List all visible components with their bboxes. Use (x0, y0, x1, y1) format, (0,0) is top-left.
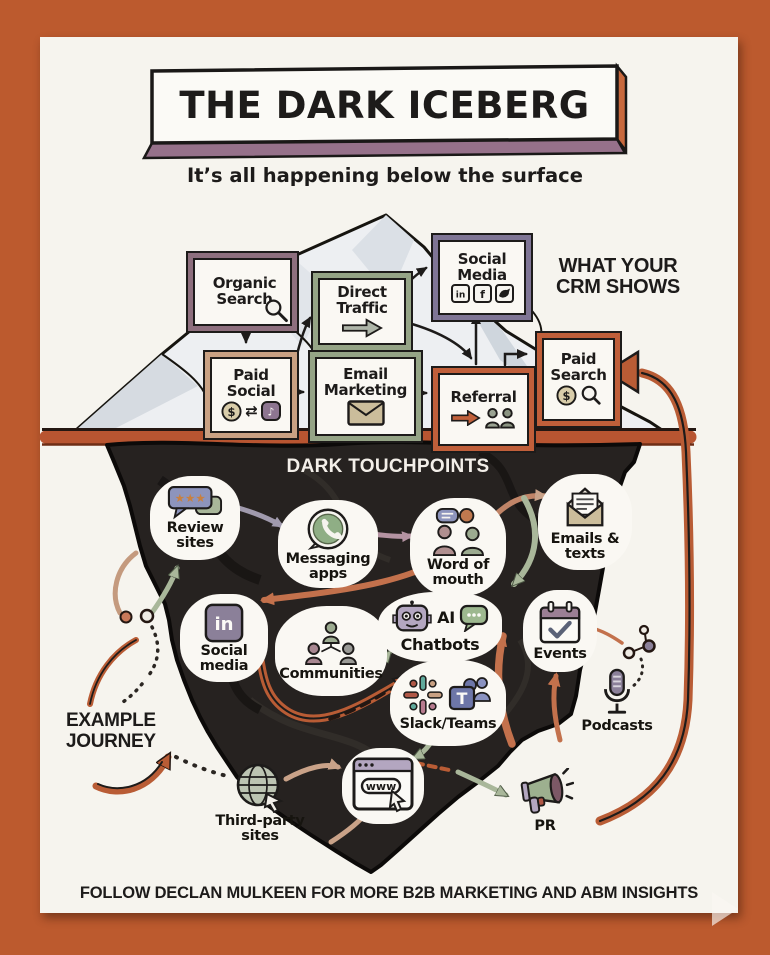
crm-box-label: Direct Traffic (336, 283, 388, 317)
globe-cursor-icon (236, 763, 284, 813)
crm-box-paid-search: Paid Search $ (535, 331, 622, 428)
crm-box-organic-search: Organic Search (186, 251, 299, 333)
svg-text:T: T (457, 689, 468, 708)
whatsapp-icon (307, 508, 349, 550)
touchpoint-ai-chatbots: AI Chatbots (378, 592, 502, 662)
touchpoint-third-party-sites: Third-party sites (205, 754, 315, 850)
megaphone-icon (520, 768, 574, 814)
touchpoint-social-media-dark: in Social media (180, 594, 268, 682)
microphone-icon (604, 668, 630, 714)
touchpoint-label: Word of mouth (426, 556, 490, 588)
svg-text:f: f (480, 288, 485, 301)
exchange-arrows-icon: ⇄ (245, 402, 258, 421)
svg-text:in: in (214, 614, 233, 635)
fat-arrow-right-icon (342, 317, 383, 338)
referral-arrow-icon (451, 409, 481, 426)
touchpoint-label: Third-party sites (215, 812, 305, 844)
touchpoint-label: Social media (199, 642, 249, 674)
touchpoint-messaging-apps: Messaging apps (278, 500, 378, 588)
dollar-coin-icon: $ (221, 401, 242, 422)
facebook-mini-icon: f (472, 284, 492, 304)
crm-box-label: Referral (450, 388, 517, 407)
browser-www-label: www (366, 780, 397, 793)
poster-title: THE DARK ICEBERG (179, 83, 590, 127)
journey-node-decorations (112, 550, 656, 706)
people-network-icon (305, 621, 357, 666)
dollar-magnifier-icon: $ (555, 385, 602, 407)
people-pair-icon (485, 407, 515, 429)
envelope-icon (346, 399, 385, 426)
example-journey-heading: EXAMPLE JOURNEY (66, 710, 156, 752)
touchpoint-pr: PR (504, 760, 586, 842)
crm-box-email-marketing: Email Marketing (308, 350, 423, 443)
crm-box-paid-social: Paid Social $ ⇄ ♪ (203, 350, 299, 440)
crm-heading: WHAT YOUR CRM SHOWS (556, 255, 680, 298)
crm-box-label: Paid Search (550, 350, 607, 384)
calendar-check-icon (539, 601, 581, 644)
crm-box-social-media: Social Media in f (431, 233, 533, 322)
magnifier-icon (581, 385, 601, 405)
touchpoint-label-line2: Chatbots (400, 635, 480, 655)
touchpoint-website-browser: www (342, 748, 424, 824)
robot-icon (392, 600, 432, 632)
crm-box-direct-traffic: Direct Traffic (311, 271, 413, 352)
magnifier-icon (265, 299, 288, 323)
touchpoint-label: Review sites (166, 520, 224, 551)
touchpoint-events: Events (523, 590, 597, 672)
touchpoint-word-of-mouth: Word of mouth (410, 498, 506, 596)
linkedin-facebook-twitter-icons: in f (450, 284, 514, 304)
arrow-and-people-icon (451, 407, 516, 429)
svg-text:$: $ (562, 389, 570, 403)
svg-text:$: $ (228, 404, 236, 418)
dollar-exchange-tiktok-icons: $ ⇄ ♪ (221, 401, 281, 422)
svg-text:★★★: ★★★ (175, 491, 206, 505)
crm-box-label: Organic Search (212, 274, 277, 308)
linkedin-icon: in (204, 603, 244, 642)
touchpoint-label: Communities (279, 666, 383, 683)
touchpoint-emails-texts: Emails & texts (538, 474, 632, 570)
touchpoint-slack-teams: T Slack/Teams (390, 660, 506, 746)
footer-text: FOLLOW DECLAN MULKEEN FOR MORE B2B MARKE… (79, 884, 699, 902)
touchpoint-podcasts: Podcasts (574, 660, 660, 742)
people-chat-bubbles-icon (432, 507, 484, 556)
open-envelope-icon (566, 486, 604, 526)
example-journey-path (87, 349, 694, 826)
slack-icon (403, 675, 443, 715)
tiktok-icon: ♪ (260, 401, 281, 422)
crm-box-referral: Referral (431, 366, 536, 453)
corner-page-arrow-icon (712, 892, 738, 926)
touchpoint-label: Slack/Teams (399, 716, 497, 733)
teams-icon: T (448, 677, 491, 711)
touchpoint-label: Messaging apps (285, 550, 371, 582)
crm-box-label: Social Media (457, 249, 507, 284)
chat-bubble-icon (459, 605, 488, 633)
touchpoint-label-line1: AI (437, 608, 455, 628)
browser-window-icon: www (352, 757, 414, 813)
crm-box-label: Email Marketing (323, 365, 408, 399)
title-sign (141, 62, 628, 160)
star-review-bubbles-icon: ★★★ (167, 486, 223, 520)
svg-text:♪: ♪ (267, 406, 274, 419)
twitter-mini-icon (494, 284, 514, 304)
linkedin-mini-icon: in (450, 284, 470, 304)
crm-box-label: Paid Social (226, 366, 276, 400)
poster-subtitle: It’s all happening below the surface (187, 164, 583, 187)
touchpoint-communities: Communities (275, 606, 387, 696)
touchpoint-review-sites: ★★★ Review sites (150, 476, 240, 560)
touchpoint-label: Podcasts (581, 718, 653, 735)
touchpoint-label: Emails & texts (550, 530, 620, 562)
dark-touchpoints-heading: DARK TOUCHPOINTS (286, 456, 490, 477)
touchpoint-label: Events (533, 646, 587, 663)
dollar-coin-icon: $ (555, 385, 577, 406)
touchpoint-label: PR (534, 818, 556, 835)
svg-text:in: in (455, 291, 465, 301)
